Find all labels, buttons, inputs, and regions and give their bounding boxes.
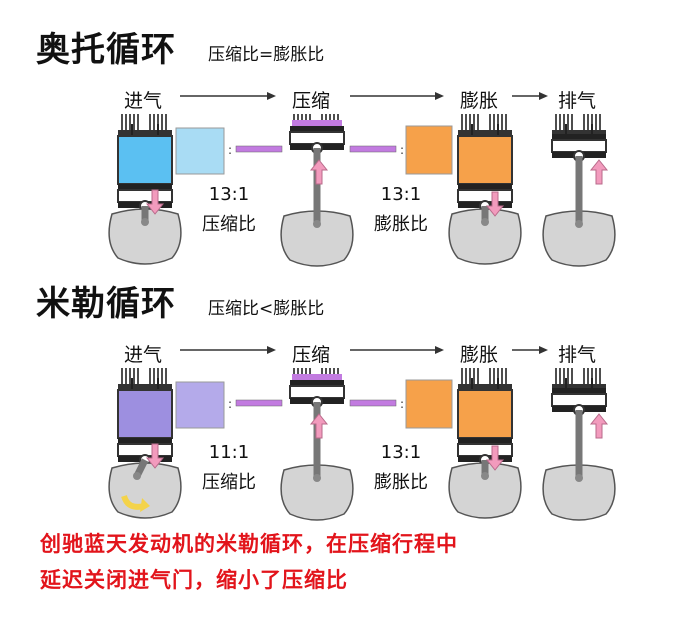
miller-engine-intake-crankcase: [108, 462, 182, 519]
otto-engine-compression-piston-ring: [290, 126, 344, 132]
note-line-1: 创驰蓝天发动机的米勒循环，在压缩行程中: [40, 532, 458, 556]
otto-compressed-bar-right: [349, 145, 397, 153]
miller-expansion-square: [405, 379, 453, 429]
miller-title: 米勒循环: [36, 284, 176, 324]
miller-compressed-bar-left: [235, 399, 283, 407]
otto-engine-compression: [280, 114, 354, 267]
note-line-2: 延迟关闭进气门，缩小了压缩比: [40, 568, 348, 592]
miller-engine-intake-piston-ring: [118, 438, 172, 444]
otto-title: 奥托循环: [36, 30, 176, 70]
miller-engine-compression-crankcase: [280, 464, 354, 521]
miller-compression-ratio-label: 压缩比: [202, 472, 256, 493]
otto-expansion-ratio-value: 13:1: [380, 184, 422, 205]
otto-ratio-colon-right: :: [400, 143, 404, 157]
otto-engine-expansion-chamber: [457, 135, 513, 185]
miller-engine-compression-arrow: [309, 413, 329, 439]
otto-expansion-ratio-label: 膨胀比: [374, 214, 428, 235]
otto-engine-intake-crank-pin: [141, 218, 149, 226]
otto-engine-intake-head: [118, 130, 172, 136]
miller-engine-intake-rotation-head: [140, 498, 150, 512]
otto-compressed-bar-left: [235, 145, 283, 153]
miller-flow-arrow-2: [350, 346, 444, 354]
miller-engine-exhaust-crank-pin: [575, 474, 583, 482]
otto-engine-intake-chamber: [117, 135, 173, 185]
miller-engine-intake-head: [118, 384, 172, 390]
otto-flow-arrow-2: [350, 92, 444, 100]
miller-engine-expansion-piston-ring: [458, 438, 512, 444]
miller-flow-arrow-2-head: [435, 346, 444, 354]
miller-engine-intake-crank-pin: [133, 472, 141, 480]
miller-engine-compression-piston-ring: [290, 380, 344, 386]
otto-engine-expansion-crank-pin: [481, 218, 489, 226]
otto-engine-exhaust-crankcase: [542, 210, 616, 267]
miller-ratio-colon-right: :: [400, 397, 404, 411]
miller-flow-arrow-3: [512, 346, 548, 354]
otto-engine-expansion-arrow: [485, 191, 505, 217]
miller-flow-arrow-1-head: [267, 346, 276, 354]
miller-intake-charge-square: [175, 381, 225, 429]
miller-engine-compression-compressed-charge: [292, 374, 342, 380]
otto-engine-exhaust-crank-pin: [575, 220, 583, 228]
otto-engine-expansion-piston-ring: [458, 184, 512, 190]
otto-engine-compression-crank-pin: [313, 220, 321, 228]
otto-stage-exhaust: 排气: [558, 90, 597, 112]
miller-flow-arrow-3-head: [539, 346, 548, 354]
otto-compression-ratio-label: 压缩比: [202, 214, 256, 235]
miller-stage-intake: 进气: [124, 344, 163, 366]
otto-engine-exhaust-piston-ring: [552, 134, 606, 140]
otto-ratio-colon-left: :: [228, 143, 232, 157]
miller-engine-compression: [280, 368, 354, 521]
miller-engine-exhaust-head: [552, 384, 606, 390]
miller-engine-intake-arrow: [145, 443, 165, 469]
otto-engine-expansion: [448, 114, 522, 265]
otto-subtitle: 压缩比=膨胀比: [208, 45, 325, 65]
miller-stage-compression: 压缩: [292, 344, 331, 366]
miller-engine-compression-crank-pin: [313, 474, 321, 482]
otto-expansion-square: [405, 125, 453, 175]
miller-compressed-bar-right: [349, 399, 397, 407]
otto-engine-compression-compressed-charge: [292, 120, 342, 126]
otto-engine-exhaust-head: [552, 130, 606, 136]
miller-subtitle: 压缩比<膨胀比: [208, 299, 325, 319]
miller-stage-expansion: 膨胀: [460, 344, 499, 366]
otto-engine-exhaust: [542, 114, 616, 267]
otto-flow-arrow-2-head: [435, 92, 444, 100]
otto-intake-charge-square: [175, 127, 225, 175]
miller-expansion-ratio-value: 13:1: [380, 442, 422, 463]
miller-engine-expansion-chamber: [457, 389, 513, 439]
otto-engine-exhaust-arrow: [589, 159, 609, 185]
otto-flow-arrow-1: [180, 92, 276, 100]
miller-ratio-colon-left: :: [228, 397, 232, 411]
otto-stage-expansion: 膨胀: [460, 90, 499, 112]
miller-stage-exhaust: 排气: [558, 344, 597, 366]
miller-engine-expansion: [448, 368, 522, 519]
otto-stage-intake: 进气: [124, 90, 163, 112]
miller-engine-exhaust: [542, 368, 616, 521]
otto-engine-compression-crankcase: [280, 210, 354, 267]
miller-engine-expansion-head: [458, 384, 512, 390]
otto-engine-compression-arrow: [309, 159, 329, 185]
otto-flow-arrow-3: [512, 92, 548, 100]
miller-engine-exhaust-crankcase: [542, 464, 616, 521]
otto-flow-arrow-1-head: [267, 92, 276, 100]
miller-engine-expansion-crank-pin: [481, 472, 489, 480]
miller-engine-exhaust-arrow: [589, 413, 609, 439]
miller-engine-intake-chamber: [117, 389, 173, 439]
otto-stage-compression: 压缩: [292, 90, 331, 112]
miller-engine-intake: [108, 368, 182, 519]
otto-engine-intake-piston-ring: [118, 184, 172, 190]
otto-compression-ratio-value: 13:1: [208, 184, 250, 205]
miller-compression-ratio-value: 11:1: [208, 442, 250, 463]
miller-expansion-ratio-label: 膨胀比: [374, 472, 428, 493]
miller-flow-arrow-1: [180, 346, 276, 354]
otto-engine-intake-arrow: [145, 189, 165, 215]
otto-flow-arrow-3-head: [539, 92, 548, 100]
miller-engine-exhaust-piston-ring: [552, 388, 606, 394]
miller-engine-expansion-arrow: [485, 445, 505, 471]
otto-engine-intake: [108, 114, 182, 265]
otto-engine-expansion-head: [458, 130, 512, 136]
